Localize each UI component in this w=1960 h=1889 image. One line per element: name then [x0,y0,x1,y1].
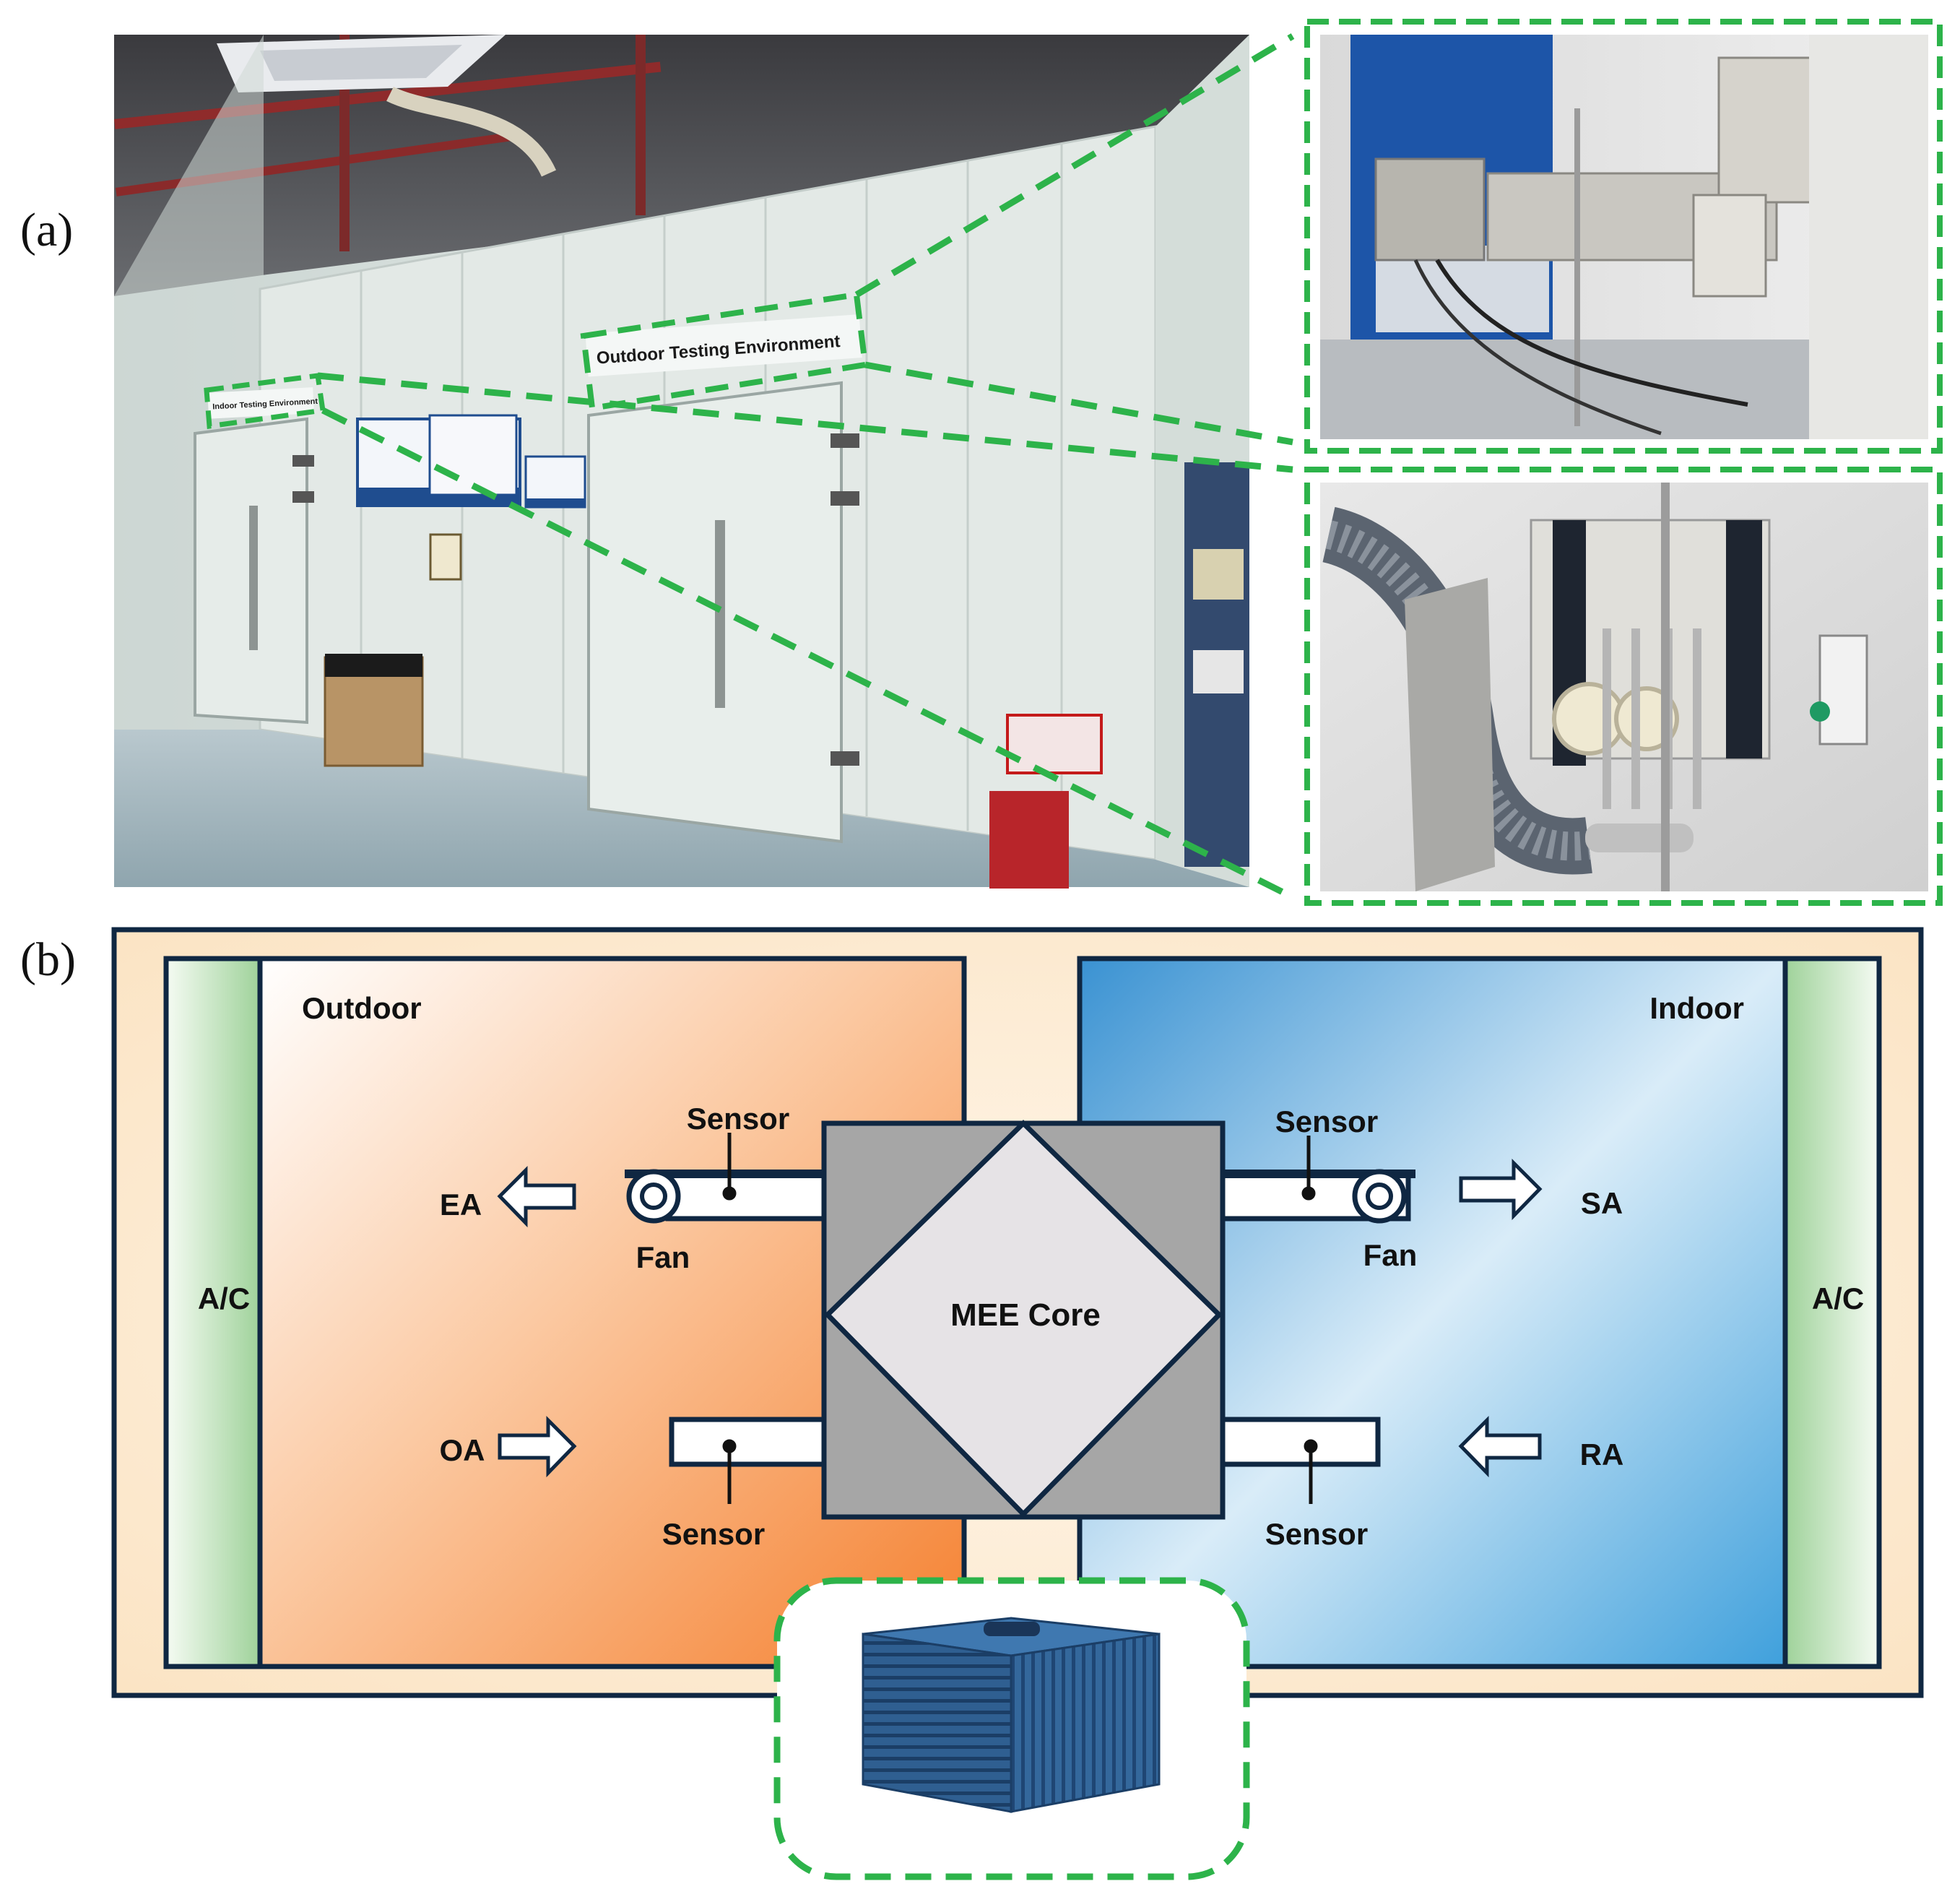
oa-label: OA [440,1433,485,1467]
fan-outdoor-label: Fan [636,1240,690,1274]
inset-frame-top [1304,19,1943,454]
sensor-indoor-bottom-label: Sensor [1265,1517,1368,1551]
ea-arrow-icon [497,1165,576,1228]
inset-photo-indoor-chamber [1320,35,1928,439]
outdoor-room-label: Outdoor [302,991,422,1025]
outdoor-air-duct [669,1417,828,1467]
ra-arrow-icon [1458,1415,1542,1478]
fan-icon-indoor [1352,1169,1407,1224]
ac-unit-left [163,956,263,1669]
oa-arrow-icon [498,1415,577,1478]
sa-arrow-icon [1459,1158,1543,1221]
sa-label: SA [1581,1186,1623,1220]
exhaust-duct [665,1171,828,1222]
ac-right-label: A/C [1812,1281,1864,1315]
ra-label: RA [1580,1438,1624,1471]
sensor-indoor-top-label: Sensor [1275,1105,1378,1138]
mee-core-diamond [824,1120,1223,1518]
inset-photo-core-holder [1320,483,1928,891]
inset-frame-bottom [1304,467,1943,906]
ea-label: EA [440,1188,482,1222]
panel-b-label: (b) [20,933,76,986]
return-air-duct [1218,1417,1381,1467]
indoor-room-label: Indoor [1649,991,1744,1025]
sensor-outdoor-top-label: Sensor [687,1102,789,1136]
sensor-markers [722,1133,1318,1504]
panel-a-label: (a) [20,204,73,256]
fan-indoor-label: Fan [1363,1238,1418,1272]
stream-arrows [497,1158,1543,1478]
fan-icon-outdoor [626,1169,681,1224]
sensor-outdoor-bottom-label: Sensor [662,1517,765,1551]
ac-left-label: A/C [198,1281,250,1315]
ac-unit-right [1782,956,1882,1669]
mee-core-photo [862,1617,1161,1813]
mee-core-label: MEE Core [950,1297,1101,1333]
